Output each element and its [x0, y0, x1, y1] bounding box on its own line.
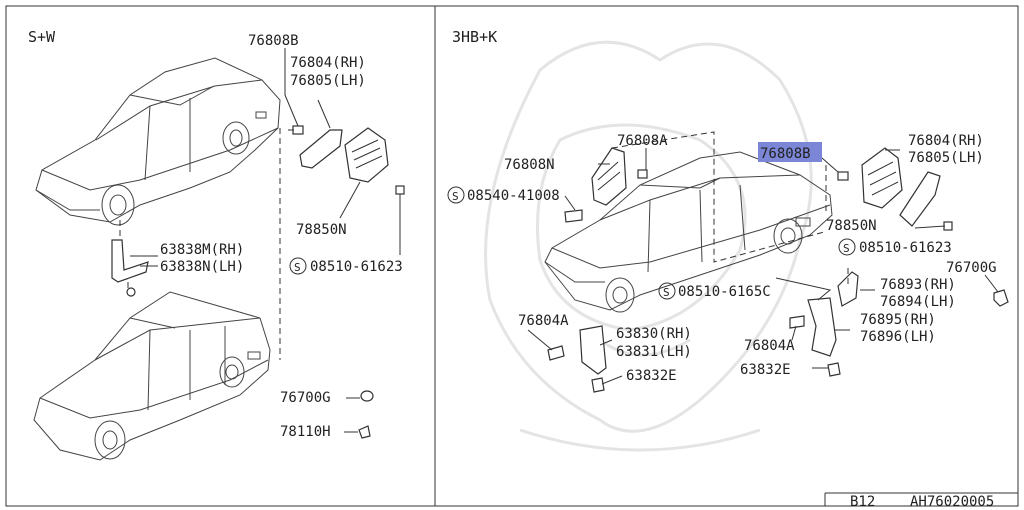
label-63838m-rh: 63838M(RH): [160, 242, 244, 258]
mudguard-76808n: [591, 147, 627, 206]
s-mark-icon: [838, 238, 856, 256]
svg-text:S: S: [843, 242, 850, 255]
bolt-76808b-right: [837, 171, 849, 181]
s-mark-icon: [658, 282, 676, 300]
label-76804-rh: 76804(RH): [908, 133, 984, 149]
label-76893-rh: 76893(RH): [880, 277, 956, 293]
label-76896-lh: 76896(LH): [860, 329, 936, 345]
label-78850n: 78850N: [296, 222, 347, 238]
mudflap-63830: [579, 325, 607, 375]
bracket-76804-left: [299, 129, 343, 169]
label-76805-lh: 76805(LH): [908, 150, 984, 166]
hatchback-illustration: [544, 151, 833, 313]
label-63838n-lh: 63838N(LH): [160, 259, 244, 275]
clip-left: [126, 287, 136, 297]
clip-78110h-left: [358, 425, 371, 439]
footer-code-left: B12: [850, 494, 875, 510]
screw-08510-left: [395, 185, 405, 255]
mudguard-78850n-right: [861, 147, 903, 209]
label-63830-rh: 63830(RH): [616, 326, 692, 342]
highlight-box: [758, 142, 822, 162]
label-78110h: 78110H: [280, 424, 331, 440]
label-76808b-highlighted[interactable]: 76808B: [760, 146, 811, 162]
bracket-76804-right: [899, 171, 941, 227]
bolt-76808a: [637, 169, 648, 179]
label-63832e-left: 63832E: [626, 368, 677, 384]
label-08540-41008: 08540-41008: [467, 188, 560, 204]
clip-76700g-left: [360, 390, 374, 402]
sedan-illustration: [35, 57, 281, 226]
label-63831-lh: 63831(LH): [616, 344, 692, 360]
label-08510-6165c: 08510-6165C: [678, 284, 771, 300]
bracket-63838-left: [111, 239, 149, 283]
outer-frame: [5, 5, 1019, 507]
label-76804-rh: 76804(RH): [290, 55, 366, 71]
screw-08540: [564, 209, 583, 223]
left-panel-title: S+W: [28, 28, 56, 46]
screw-08510-right: [943, 221, 953, 231]
clip-76700g-right: [993, 289, 1009, 307]
label-76808a: 76808A: [617, 133, 668, 149]
mudflap-76895: [807, 297, 837, 357]
footer-code-right: AH76020005: [910, 494, 994, 510]
wagon-illustration: [33, 291, 271, 461]
svg-text:S: S: [663, 286, 670, 299]
label-76804a-right: 76804A: [744, 338, 795, 354]
label-63832e-right: 63832E: [740, 362, 791, 378]
mudguard-78850n-left: [344, 127, 389, 183]
bolt-76808b-left: [288, 125, 304, 135]
clip-63832e-left: [591, 377, 605, 393]
bracket-76893: [837, 271, 859, 307]
right-panel-title: 3HB+K: [452, 28, 497, 46]
label-08510-61623: 08510-61623: [859, 240, 952, 256]
s-mark-icon: [289, 257, 307, 275]
clip-63832e-right: [827, 362, 841, 377]
label-76894-lh: 76894(LH): [880, 294, 956, 310]
label-76808n: 76808N: [504, 157, 555, 173]
label-76805-lh: 76805(LH): [290, 73, 366, 89]
label-76808b: 76808B: [248, 33, 299, 49]
label-78850n: 78850N: [826, 218, 877, 234]
label-76700g: 76700G: [946, 260, 997, 276]
svg-text:S: S: [294, 261, 301, 274]
label-76804a-left: 76804A: [518, 313, 569, 329]
svg-text:S: S: [452, 190, 459, 203]
label-08510-61623: 08510-61623: [310, 259, 403, 275]
label-76700g: 76700G: [280, 390, 331, 406]
label-76895-rh: 76895(RH): [860, 312, 936, 328]
screw-76804a-right: [789, 315, 805, 329]
watermark-logo: [484, 40, 813, 452]
s-mark-icon: [447, 186, 465, 204]
